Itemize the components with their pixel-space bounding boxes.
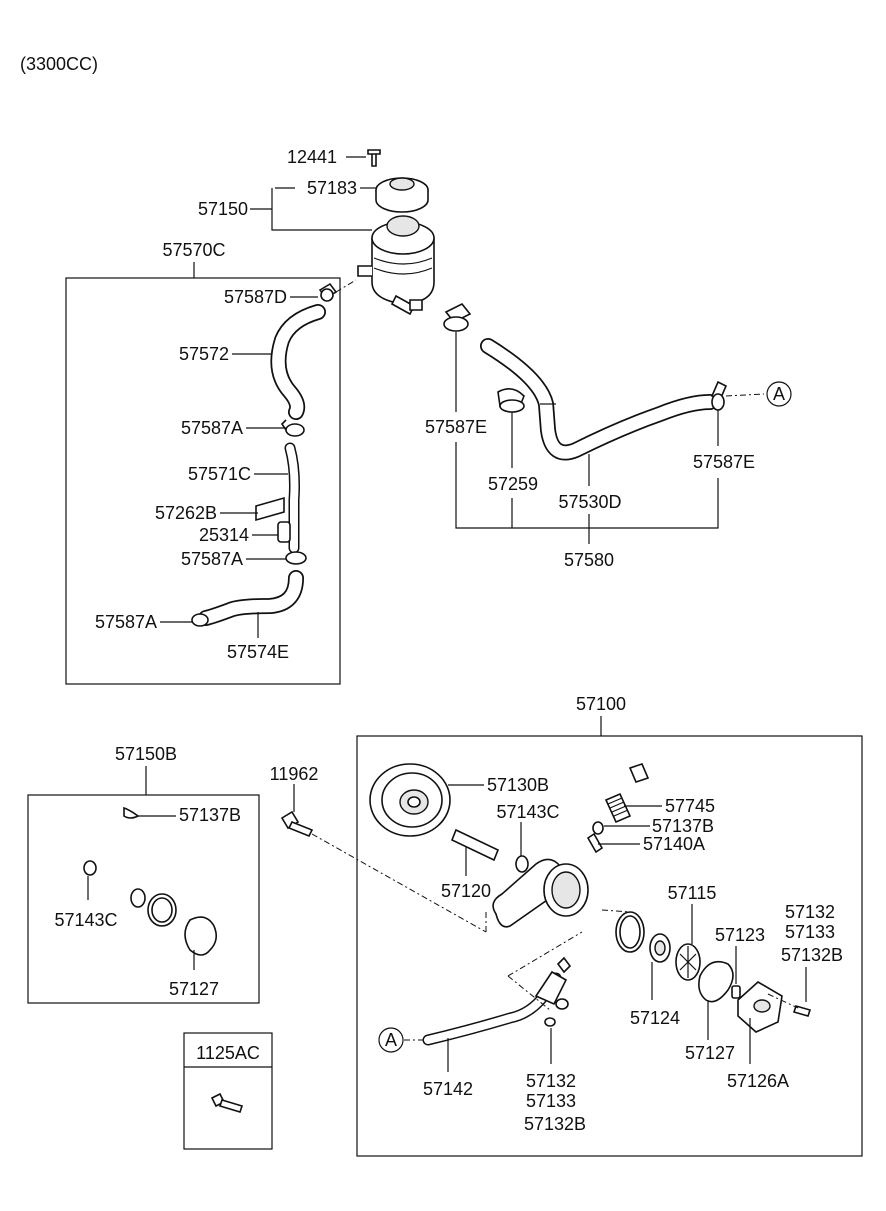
label-57587A-1: 57587A [181,418,243,438]
label-57124: 57124 [630,1008,680,1028]
label-57587E-2: 57587E [693,452,755,472]
label-57132-2: 57132 [526,1071,576,1091]
label-57130B: 57130B [487,775,549,795]
label-57127-2: 57127 [685,1043,735,1063]
label-57127-1: 57127 [169,979,219,999]
reservoir-assembly [357,149,435,316]
label-57150B: 57150B [115,744,177,764]
label-57133-2: 57133 [526,1091,576,1111]
return-hose-parts [191,282,338,627]
label-57137B-2: 57137B [652,816,714,836]
label-57132B-2: 57132B [524,1114,586,1134]
label-57580: 57580 [564,550,614,570]
label-12441: 12441 [287,147,337,167]
label-57530D: 57530D [558,492,621,512]
label-57150: 57150 [198,199,248,219]
label-57100: 57100 [576,694,626,714]
label-25314: 25314 [199,525,249,545]
label-57140A: 57140A [643,834,705,854]
ref-circle-A-top [766,381,792,407]
ref-A-top: A [773,384,785,404]
label-57587A-2: 57587A [181,549,243,569]
label-57123: 57123 [715,925,765,945]
label-57143C-1: 57143C [54,910,117,930]
bolt-1125AC [210,1092,244,1113]
label-57137B-1: 57137B [179,805,241,825]
bolt-box-1125AC [183,1032,273,1150]
ref-A-bottom: A [385,1030,397,1050]
label-57132-1: 57132 [785,902,835,922]
label-57587D: 57587D [224,287,287,307]
label-57572: 57572 [179,344,229,364]
label-57183: 57183 [307,178,357,198]
seal-kit-box-57150B [27,794,260,1004]
label-57133-1: 57133 [785,922,835,942]
label-57259: 57259 [488,474,538,494]
seal-kit-parts [83,806,218,956]
label-57120: 57120 [441,881,491,901]
label-57115: 57115 [668,883,717,903]
label-57132B-1: 57132B [781,945,843,965]
label-57587A-3: 57587A [95,612,157,632]
label-57143C-2: 57143C [496,802,559,822]
pump-assembly-box-57100 [356,735,863,1157]
label-57570C: 57570C [162,240,225,260]
hose-kit-box-57570C [65,277,341,685]
label-57745: 57745 [665,796,715,816]
ref-circle-A-bottom [378,1027,404,1053]
label-57142: 57142 [423,1079,473,1099]
label-57262B: 57262B [155,503,217,523]
engine-displacement-label: (3300CC) [20,54,98,74]
label-1125AC: 1125AC [196,1043,260,1063]
label-57574E: 57574E [227,642,289,662]
label-57571C: 57571C [188,464,251,484]
label-11962: 11962 [270,764,319,784]
bolt-11962 [280,810,314,838]
pump-parts [369,763,812,1046]
label-57126A: 57126A [727,1071,789,1091]
label-57587E-1: 57587E [425,417,487,437]
